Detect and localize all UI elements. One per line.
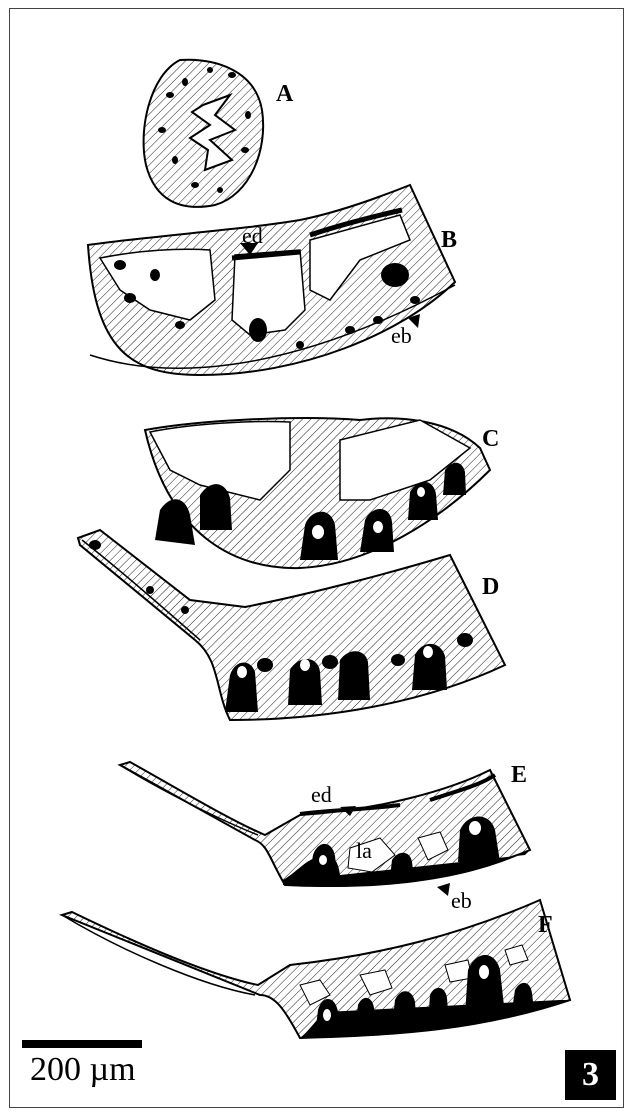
panel-label-f: F — [538, 913, 553, 937]
figure-number-badge: 3 — [565, 1050, 616, 1100]
scale-bar-label: 200 µm — [30, 1053, 136, 1087]
annotation-eb-b: eb — [391, 325, 412, 347]
annotation-ed-e: ed — [311, 784, 332, 806]
panel-label-d: D — [482, 575, 499, 599]
scale-bar — [22, 1040, 142, 1048]
panel-label-c: C — [482, 427, 499, 451]
panel-label-b: B — [441, 228, 457, 252]
annotation-eb-e: eb — [451, 890, 472, 912]
panel-a-section — [144, 60, 264, 207]
annotation-ed-b: ed — [242, 225, 263, 247]
panel-label-e: E — [511, 763, 527, 787]
panel-c-section — [145, 418, 490, 568]
annotation-la-e: la — [356, 840, 372, 862]
panel-label-a: A — [276, 82, 293, 106]
panel-f-section — [62, 900, 570, 1038]
